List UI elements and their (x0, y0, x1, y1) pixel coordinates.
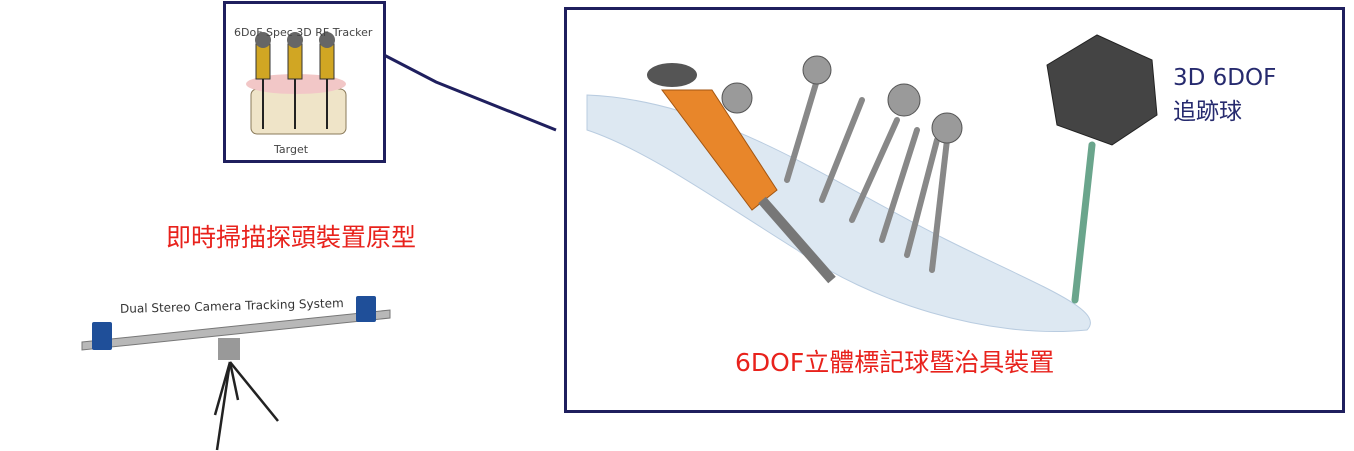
tracker-ball-label-line2: 追跡球 (1173, 99, 1242, 125)
inset-target-label: Target (274, 143, 309, 156)
tracker-inset-panel: 6DoF Spec 3D RF Tracker Target (223, 1, 386, 163)
marker-device-panel: 3D 6DOF 追跡球 6DOF立體標記球暨治具裝置 (564, 7, 1345, 413)
tracker-ball-label-line1: 3D 6DOF (1173, 65, 1277, 91)
spine-tracker-illustration (246, 32, 347, 135)
stereo-camera-illustration (81, 296, 391, 451)
inset-title: 6DoF Spec 3D RF Tracker (234, 26, 373, 39)
probe-prototype-caption: 即時掃描探頭裝置原型 (166, 223, 417, 252)
marker-device-caption: 6DOF立體標記球暨治具裝置 (735, 348, 1055, 377)
spine-marker-illustration (586, 34, 1158, 333)
